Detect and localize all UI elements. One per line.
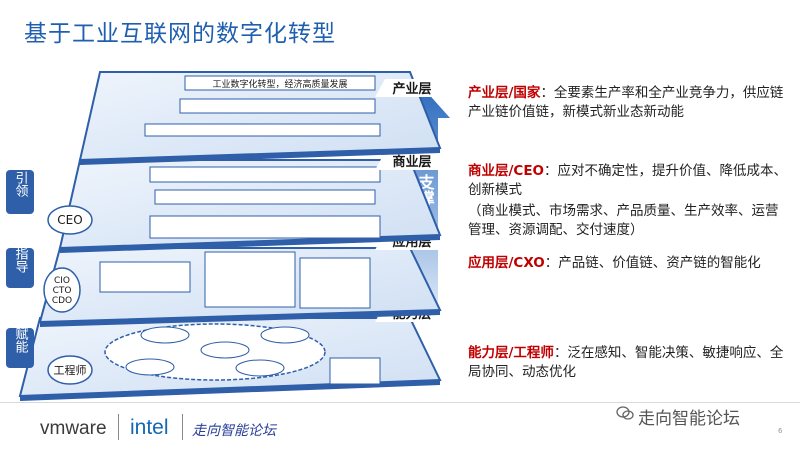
page-title: 基于工业互联网的数字化转型 [24,21,336,47]
capability-bubble [260,326,310,344]
desc-application: 应用层/CXO：产品链、价值链、资产链的智能化 [468,254,788,273]
layer-label-bg [375,79,450,97]
desc-sub: （商业模式、市场需求、产品质量、生产效率、运营管理、资源调配、交付速度） [468,203,779,238]
capability-bubble [140,326,190,344]
role-badge [47,355,93,385]
industry-row [144,123,381,137]
side-role-cxo: 指导 [6,247,81,313]
side-verb-box [6,248,34,288]
capability-box [329,357,381,385]
footer-separator [182,414,183,440]
watermark: 走向智能论坛 [638,409,740,429]
layer-label-bg [375,152,450,170]
footer-divider [0,402,800,403]
side-verb-box [6,328,34,368]
industry-topbox [184,75,376,91]
role-badge [43,267,81,313]
layer-capability: 能力层 [18,304,450,401]
desc-business: 商业层/CEO：应对不确定性，提升价值、降低成本、创新模式 （商业模式、市场需求… [468,162,788,240]
layer-label-business: 商业层 [392,154,431,170]
plate-business-edge [60,235,440,253]
capability-bubble [200,341,250,359]
desc-capability: 能力层/工程师：泛在感知、智能决策、敏捷响应、全局协同、动态优化 [468,344,788,382]
capability-bubble [235,359,285,377]
app-block [204,251,296,308]
wechat-icon [616,406,634,420]
intel-logo: intel [130,416,169,439]
layer-business: 商业层 [58,152,450,253]
side-role-ceo: 引领 CEO [6,170,93,235]
role-badge [47,205,93,235]
role-label: 工程师 [54,364,87,377]
side-verb: 引领 [13,171,29,197]
desc-head: 商业层/CEO [468,163,545,179]
desc-text: ：泛在感知、智能决策、敏捷响应、全局协同、动态优化 [468,345,784,380]
desc-industry: 产业层/国家：全要素生产率和全产业竞争力，供应链产业链价值链，新模式新业态新动能 [468,84,788,122]
side-role-engineer: 赋能 工程师 [6,327,93,385]
desc-head: 产业层/国家 [468,85,541,101]
business-row [149,215,381,239]
plate-application-edge [40,310,440,327]
role-label: CEO [57,213,82,227]
desc-head: 应用层/CXO [468,255,545,271]
desc-head: 能力层/工程师 [468,345,554,361]
side-verb-box [6,170,34,214]
plate-industry-edge [80,148,440,165]
vmware-logo: vmware [40,418,107,439]
forum-logo: 走向智能论坛 [192,423,276,439]
layer-label-industry: 产业层 [392,81,431,97]
side-verb: 赋能 [13,327,29,353]
business-row [154,189,376,205]
app-block [299,257,371,309]
role-label-cxo: CIO CTO CDO [51,276,73,306]
desc-text: ：应对不确定性，提升价值、降低成本、创新模式 [468,163,788,198]
industry-topbox-text: 工业数字化转型，经济高质量发展 [212,78,347,90]
industry-row [179,98,376,114]
plate-capability-edge [20,380,440,401]
page-number: 6 [778,427,783,435]
side-verb: 指导 [13,247,29,273]
desc-text: ：全要素生产率和全产业竞争力，供应链产业链价值链，新模式新业态新动能 [468,85,784,120]
footer-separator [118,414,119,440]
layer-industry: 工业数字化转型，经济高质量发展 产业层 [78,71,450,165]
app-block [99,261,191,293]
capability-bubble [125,358,175,376]
business-row [149,166,381,183]
desc-text: ：产品链、价值链、资产链的智能化 [544,255,761,271]
